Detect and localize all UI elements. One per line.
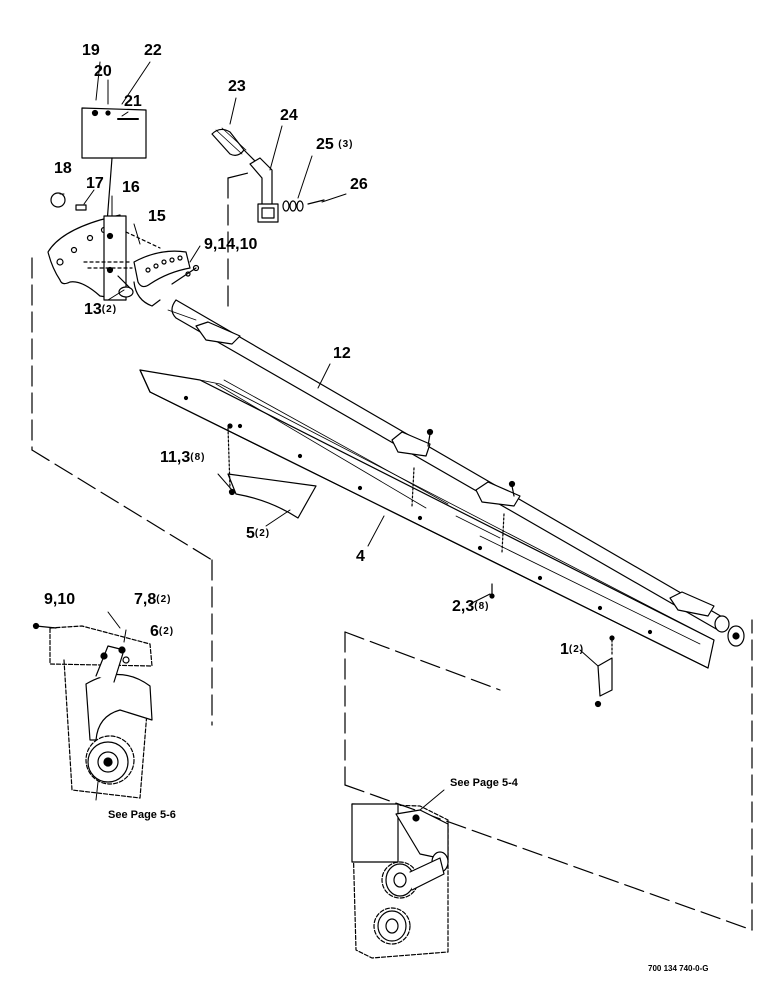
callout-4: 4 bbox=[356, 548, 365, 565]
leader-lines bbox=[59, 61, 599, 811]
phantom-plane-right bbox=[344, 619, 753, 931]
callout-1: 1(2) bbox=[560, 641, 585, 658]
callout-21: 21 bbox=[124, 93, 142, 110]
callout-5-qty: (2) bbox=[254, 528, 271, 539]
callout-9-10: 9,10 bbox=[44, 591, 76, 608]
callout-6-qty: (2) bbox=[158, 626, 175, 637]
shaft-bracket-2 bbox=[391, 428, 434, 457]
handle-grip bbox=[211, 127, 257, 163]
callout-1-qty: (2) bbox=[568, 644, 585, 655]
drawing-number: 700 134 740-0-G bbox=[648, 964, 709, 973]
bolt-assembly bbox=[171, 264, 200, 285]
end-bracket bbox=[594, 635, 615, 708]
callout-16: 16 bbox=[122, 179, 140, 196]
knob bbox=[50, 192, 87, 211]
shaft-bracket-1 bbox=[195, 321, 241, 345]
callout-5: 5(2) bbox=[246, 525, 271, 542]
shaft-bracket-3 bbox=[475, 480, 521, 507]
callout-13: 13(2) bbox=[84, 301, 118, 318]
callout-2-3: 2,3(8) bbox=[452, 598, 490, 615]
callout-25-qty: (3) bbox=[338, 139, 354, 150]
sleeve bbox=[117, 275, 134, 298]
main-shaft-tube bbox=[167, 299, 745, 647]
callout-23: 23 bbox=[228, 78, 246, 95]
long-shield bbox=[139, 369, 715, 669]
callout-9-14-10: 9,14,10 bbox=[204, 236, 258, 253]
quadrant-plate bbox=[133, 250, 191, 307]
callout-11-3: 11,3(8) bbox=[160, 449, 206, 466]
callout-11-3-qty: (8) bbox=[190, 452, 206, 463]
see-page-5-6-note: See Page 5-6 bbox=[108, 809, 176, 821]
callout-26: 26 bbox=[350, 176, 368, 193]
callout-24: 24 bbox=[280, 107, 298, 124]
callout-7-8: 7,8(2) bbox=[134, 591, 172, 608]
callout-19: 19 bbox=[82, 42, 100, 59]
callout-22: 22 bbox=[144, 42, 162, 59]
see-page-5-4-note: See Page 5-4 bbox=[450, 777, 518, 789]
callout-18: 18 bbox=[54, 160, 72, 177]
callout-2-3-qty: (8) bbox=[474, 601, 490, 612]
decal-plate bbox=[81, 107, 147, 263]
phantom-plane-left bbox=[31, 171, 253, 726]
callout-25: 25 (3) bbox=[316, 136, 354, 153]
washers bbox=[282, 199, 325, 212]
left-gearbox-solid bbox=[32, 622, 153, 783]
callout-7-8-qty: (2) bbox=[156, 594, 172, 605]
callout-6: 6(2) bbox=[150, 623, 175, 640]
callout-15: 15 bbox=[148, 208, 166, 225]
deflector bbox=[227, 423, 317, 519]
right-gearbox-solid bbox=[351, 803, 449, 942]
callout-13-qty: (2) bbox=[101, 304, 118, 315]
callout-17: 17 bbox=[86, 175, 104, 192]
lever-arm bbox=[249, 157, 279, 223]
callout-20: 20 bbox=[94, 63, 112, 80]
bolt-2-3 bbox=[489, 583, 495, 599]
callout-12: 12 bbox=[333, 345, 351, 362]
shaft-bracket-4 bbox=[669, 591, 715, 617]
